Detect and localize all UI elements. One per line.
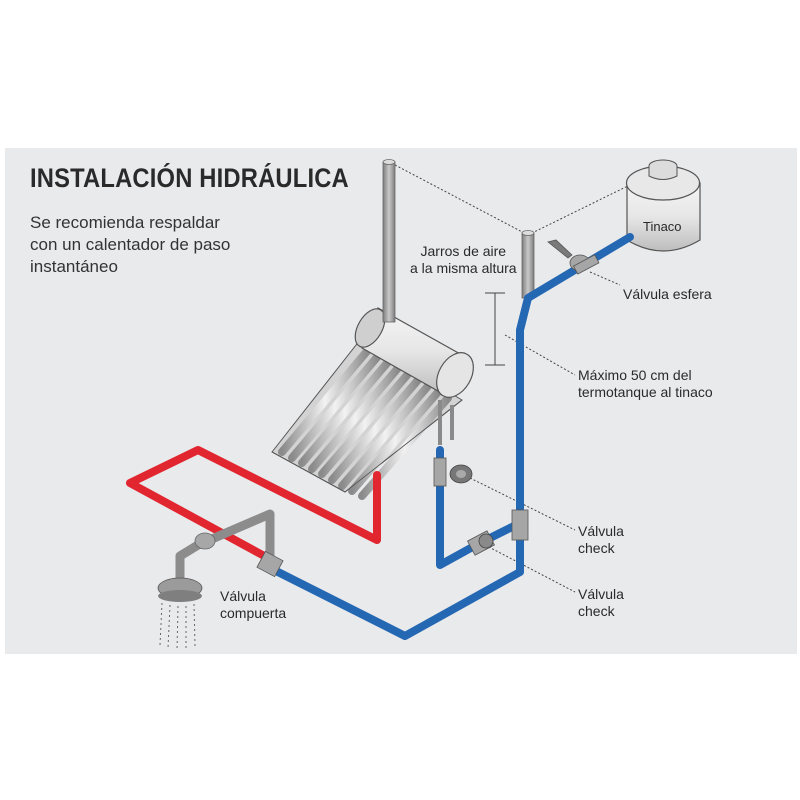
subtitle-line: con un calentador de paso	[30, 235, 231, 254]
check-valve-1	[433, 457, 473, 487]
gate-valve	[256, 550, 284, 578]
dotted-leader-lines	[394, 164, 641, 593]
shower-assembly	[157, 509, 275, 651]
label-valvula-esfera: Válvula esfera	[623, 286, 712, 302]
tinaco-tank	[625, 159, 701, 252]
air-jar-cold-line	[521, 230, 535, 299]
check-valve-2	[466, 509, 529, 556]
label-line: termotanque al tinaco	[578, 384, 713, 400]
label-valvula-check-1: Válvula check	[578, 523, 624, 557]
label-maximo: Máximo 50 cm del termotanque al tinaco	[578, 367, 713, 401]
page-title: INSTALACIÓN HIDRÁULICA	[30, 163, 349, 193]
label-line: Válvula	[220, 588, 266, 604]
label-line: Jarros de aire	[420, 243, 507, 259]
label-line: check	[578, 603, 615, 619]
label-tinaco: Tinaco	[643, 219, 682, 234]
subtitle-line: instantáneo	[30, 257, 118, 276]
label-line: Válvula	[578, 586, 624, 602]
hot-water-pipe	[126, 446, 381, 562]
label-line: check	[578, 540, 615, 556]
cold-water-pipe	[274, 233, 634, 640]
ball-valve	[547, 239, 600, 275]
subtitle-line: Se recomienda respaldar	[30, 213, 220, 232]
subtitle: Se recomienda respaldar con un calentado…	[30, 212, 330, 278]
label-jarros-aire: Jarros de aire a la misma altura	[410, 243, 517, 277]
height-bracket	[485, 292, 505, 366]
label-line: compuerta	[220, 605, 287, 621]
label-valvula-compuerta: Válvula compuerta	[220, 588, 286, 622]
label-line: Válvula	[578, 523, 624, 539]
termotanque	[354, 307, 474, 398]
label-line: a la misma altura	[410, 260, 517, 276]
label-line: Máximo 50 cm del	[578, 367, 692, 383]
label-valvula-check-2: Válvula check	[578, 586, 624, 620]
air-jar-tank	[382, 159, 396, 323]
